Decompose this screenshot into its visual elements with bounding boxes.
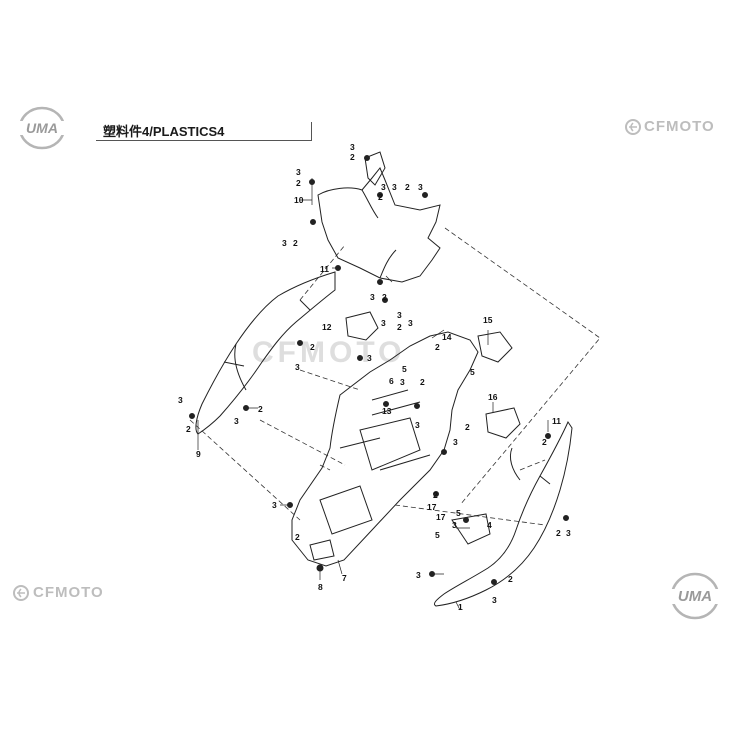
tail-undertray xyxy=(291,331,479,567)
callout-2: 2 xyxy=(556,528,561,538)
right-side-fairing xyxy=(433,420,573,607)
callout-2: 2 xyxy=(310,342,315,352)
callout-15: 15 xyxy=(483,315,493,325)
callout-3: 3 xyxy=(416,570,421,580)
cfmoto-logo-icon xyxy=(625,119,641,135)
callout-3: 3 xyxy=(452,520,457,530)
callout-3: 3 xyxy=(272,500,277,510)
callout-3: 3 xyxy=(397,310,402,320)
callout-3: 3 xyxy=(370,292,375,302)
callout-3: 3 xyxy=(234,416,239,426)
assembly-guide-lines xyxy=(189,227,601,526)
callout-2: 2 xyxy=(295,532,300,542)
callout-16: 16 xyxy=(488,392,498,402)
callout-3: 3 xyxy=(381,182,386,192)
callout-5: 5 xyxy=(470,367,475,377)
callout-5: 5 xyxy=(456,508,461,518)
callout-2: 2 xyxy=(293,238,298,248)
callout-10: 10 xyxy=(294,195,304,205)
callout-12: 12 xyxy=(322,322,332,332)
cfmoto-brand-bottom: CFMOTO xyxy=(33,584,104,601)
callout-17: 17 xyxy=(436,512,446,522)
uma-logo-text: UMA xyxy=(26,120,58,136)
bracket-12 xyxy=(345,311,379,341)
title-underline xyxy=(96,140,312,141)
bracket-15 xyxy=(477,331,513,363)
uma-logo-icon-bottom: UMA xyxy=(666,572,724,620)
callout-3: 3 xyxy=(408,318,413,328)
callout-17: 17 xyxy=(427,502,437,512)
part-callouts: 1 2 3 4 5 6 7 8 9 10 11 12 13 14 15 16 1… xyxy=(178,142,571,612)
callout-3: 3 xyxy=(381,318,386,328)
bracket-4 xyxy=(451,513,491,545)
callout-5: 5 xyxy=(435,530,440,540)
left-side-fairing xyxy=(195,271,336,435)
callout-13: 13 xyxy=(382,406,392,416)
uma-logo-text-bottom: UMA xyxy=(678,588,712,605)
callout-2: 2 xyxy=(508,574,513,584)
callout-11: 11 xyxy=(552,416,561,426)
callout-4: 4 xyxy=(487,520,492,530)
callout-3: 3 xyxy=(392,182,397,192)
upper-cowl-panel xyxy=(317,167,441,283)
callout-8: 8 xyxy=(318,582,323,592)
callout-2: 2 xyxy=(465,422,470,432)
callout-9: 9 xyxy=(196,449,201,459)
callout-2: 2 xyxy=(433,490,438,500)
callout-3: 3 xyxy=(350,142,355,152)
callout-3: 3 xyxy=(418,182,423,192)
callout-3: 3 xyxy=(566,528,571,538)
callout-3: 3 xyxy=(178,395,183,405)
callout-2: 2 xyxy=(420,377,425,387)
callout-2: 2 xyxy=(378,192,383,202)
bracket-16 xyxy=(485,407,521,439)
callout-2: 2 xyxy=(435,342,440,352)
callout-2: 2 xyxy=(405,182,410,192)
callout-3: 3 xyxy=(400,377,405,387)
fasteners xyxy=(189,155,569,585)
callout-3: 3 xyxy=(492,595,497,605)
callout-1: 1 xyxy=(458,602,463,612)
callout-2: 2 xyxy=(350,152,355,162)
title-end-tick xyxy=(311,122,312,141)
callout-2: 2 xyxy=(186,424,191,434)
cfmoto-brand-top: CFMOTO xyxy=(644,118,715,135)
callout-11: 11 xyxy=(320,264,329,274)
leader-lines xyxy=(197,178,549,611)
cfmoto-logo-icon-bottom xyxy=(13,585,29,601)
callout-6: 6 xyxy=(389,376,394,386)
callout-3: 3 xyxy=(282,238,287,248)
callout-7: 7 xyxy=(342,573,347,583)
callout-2: 2 xyxy=(397,322,402,332)
callout-2: 2 xyxy=(296,178,301,188)
uma-logo-icon: UMA xyxy=(14,106,70,150)
page-title: 塑料件4/PLASTICS4 xyxy=(103,124,225,139)
callout-2: 2 xyxy=(382,292,387,302)
callout-3: 3 xyxy=(453,437,458,447)
callout-3: 3 xyxy=(415,420,420,430)
callout-5: 5 xyxy=(402,364,407,374)
callout-3: 3 xyxy=(367,353,372,363)
callout-3: 3 xyxy=(296,167,301,177)
rear-clip xyxy=(309,539,335,561)
callout-14: 14 xyxy=(442,332,452,342)
top-bracket xyxy=(364,151,386,186)
callout-2: 2 xyxy=(258,404,263,414)
callout-3: 3 xyxy=(295,362,300,372)
callout-2: 2 xyxy=(542,437,547,447)
